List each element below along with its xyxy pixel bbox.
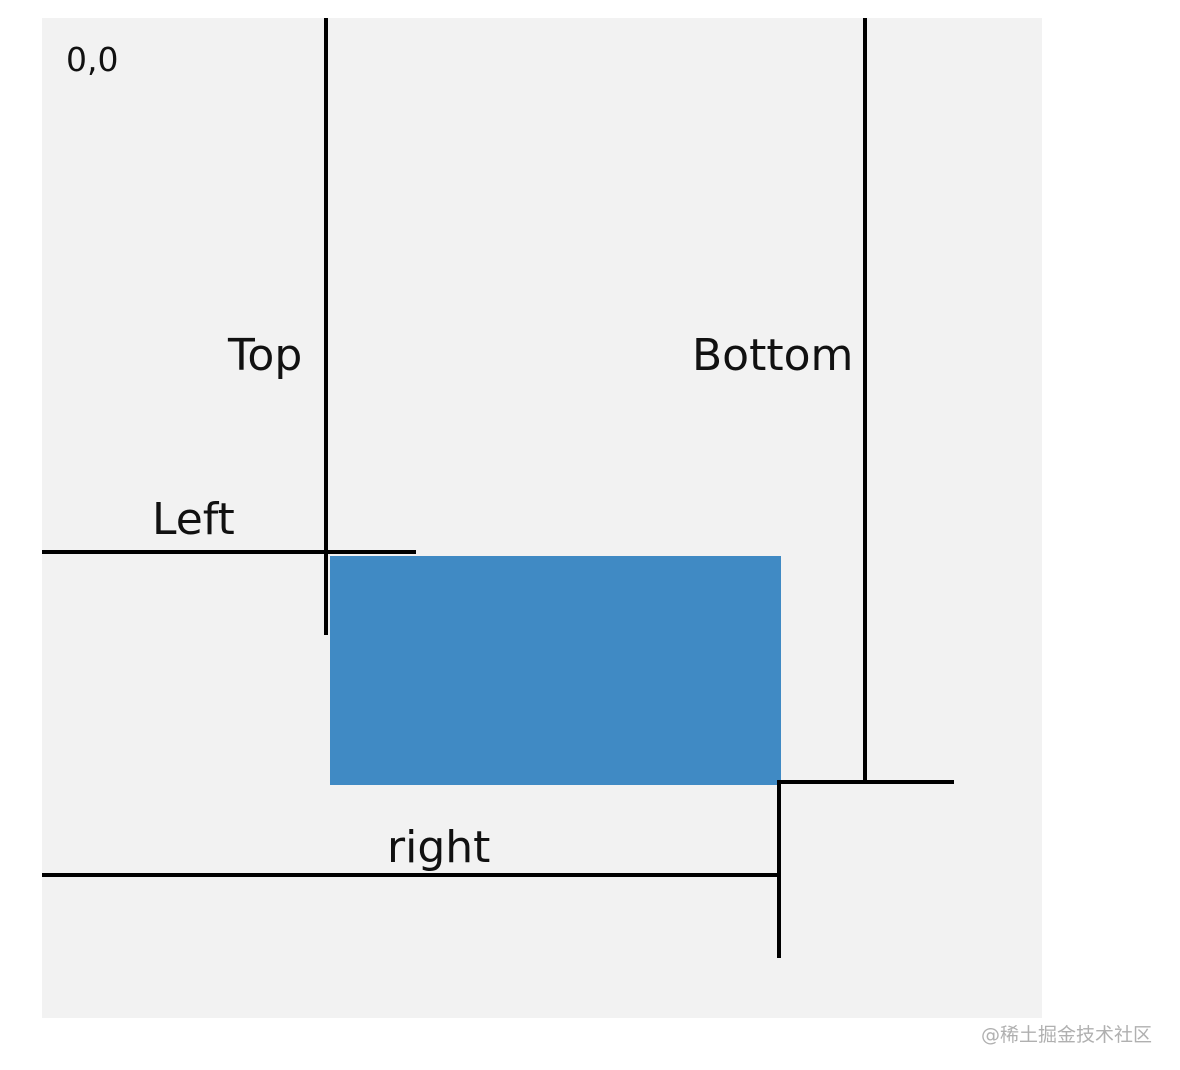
top-line	[324, 18, 328, 635]
diagram-canvas: 0,0 Top Bottom Left right	[42, 18, 1042, 1018]
watermark: @稀土掘金技术社区	[980, 1024, 1152, 1046]
right-label: right	[387, 822, 491, 873]
bottom-edge-line	[777, 780, 954, 784]
bottom-line	[863, 18, 867, 782]
right-edge-line	[777, 780, 781, 958]
origin-label: 0,0	[66, 40, 119, 79]
left-line	[42, 550, 416, 554]
left-label: Left	[152, 494, 235, 545]
top-label: Top	[228, 330, 303, 381]
positioned-element	[330, 556, 781, 785]
bottom-label: Bottom	[692, 330, 854, 381]
right-line	[42, 873, 781, 877]
